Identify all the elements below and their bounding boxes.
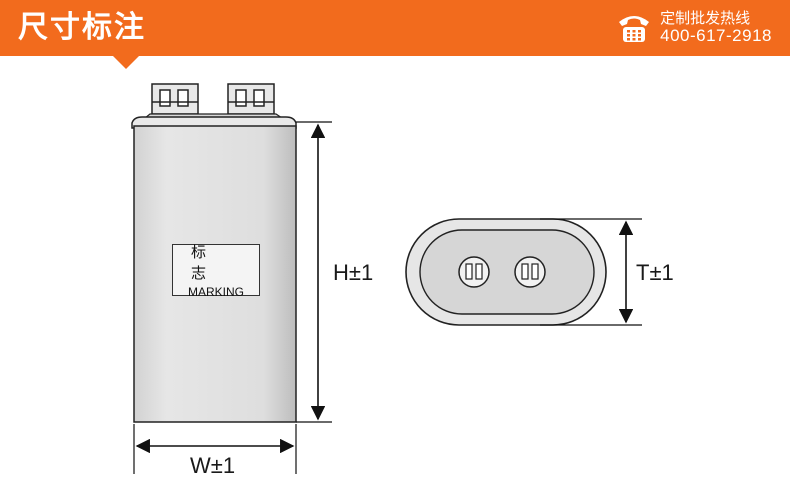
marking-en: MARKING <box>187 285 244 299</box>
terminal-right <box>227 83 275 115</box>
marking-cn: 标 志 <box>191 243 225 282</box>
top-view-terminal-left <box>458 256 490 288</box>
marking-label: 标 志 MARKING <box>172 243 260 299</box>
page-title: 尺寸标注 <box>18 10 146 45</box>
hotline-number: 400-617-2918 <box>660 25 772 45</box>
hotline[interactable]: 定制批发热线 400-617-2918 <box>616 8 772 48</box>
terminal-left <box>151 83 199 115</box>
top-view-inner <box>419 229 595 315</box>
header-notch <box>112 55 140 69</box>
hotline-label: 定制批发热线 <box>660 9 751 28</box>
top-view-terminal-right <box>514 256 546 288</box>
header-bar: 尺寸标注 定制批发热线 400-617-2918 <box>0 0 790 56</box>
phone-icon <box>619 16 650 42</box>
thickness-label: T±1 <box>636 260 674 285</box>
width-label: W±1 <box>190 453 236 478</box>
height-label: H±1 <box>333 260 374 285</box>
